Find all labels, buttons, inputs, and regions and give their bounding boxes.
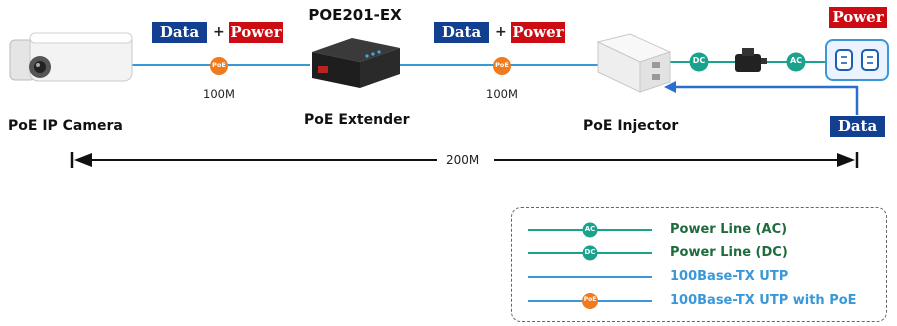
injector-label: PoE Injector [583, 118, 679, 134]
total-distance: 200M [446, 153, 480, 167]
legend-poe-badge-icon [582, 293, 598, 309]
power-tag: Power [229, 22, 283, 43]
outlet-power-tag: Power [829, 7, 887, 28]
legend-label-utp: 100Base-TX UTP [670, 269, 789, 284]
extender-icon [312, 38, 400, 88]
wall-outlet-icon [825, 39, 889, 81]
plus-sign: + [213, 24, 225, 40]
camera-icon [9, 32, 133, 82]
switch-data-tag: Data [830, 116, 885, 137]
legend-badge-label: DC [584, 248, 596, 256]
data-arrow-icon [664, 81, 859, 115]
distance-arrow [70, 152, 859, 168]
legend-label-ac: Power Line (AC) [670, 222, 788, 237]
camera-label: PoE IP Camera [8, 118, 123, 134]
legend-box [511, 207, 887, 322]
poe-badge-icon [210, 57, 228, 75]
power-tag: Power [511, 22, 565, 43]
extender-label: PoE Extender [304, 112, 410, 128]
product-title: POE201-EX [308, 6, 402, 24]
legend-label-dc: Power Line (DC) [670, 245, 788, 260]
segment-distance: 100M [486, 87, 518, 101]
dc-badge-icon [689, 52, 709, 72]
dc-badge-label: DC [692, 56, 706, 65]
legend-badge-label: AC [584, 225, 596, 233]
segment-distance: 100M [203, 87, 235, 101]
plus-sign: + [495, 24, 507, 40]
ac-badge-label: AC [789, 56, 803, 65]
legend-badge-label: PoE [583, 296, 597, 303]
poe-badge-label: PoE [212, 61, 226, 69]
poe-badge-label: PoE [495, 61, 509, 69]
data-tag: Data [152, 22, 207, 43]
legend-dc-badge-icon [582, 245, 598, 261]
legend-ac-badge-icon [582, 222, 598, 238]
power-adapter-icon [735, 48, 767, 72]
poe-badge-icon [493, 57, 511, 75]
injector-icon [596, 33, 672, 93]
data-tag: Data [434, 22, 489, 43]
ac-badge-icon [786, 52, 806, 72]
legend-label-utp-poe: 100Base-TX UTP with PoE [670, 293, 857, 308]
legend-lines [528, 222, 652, 309]
